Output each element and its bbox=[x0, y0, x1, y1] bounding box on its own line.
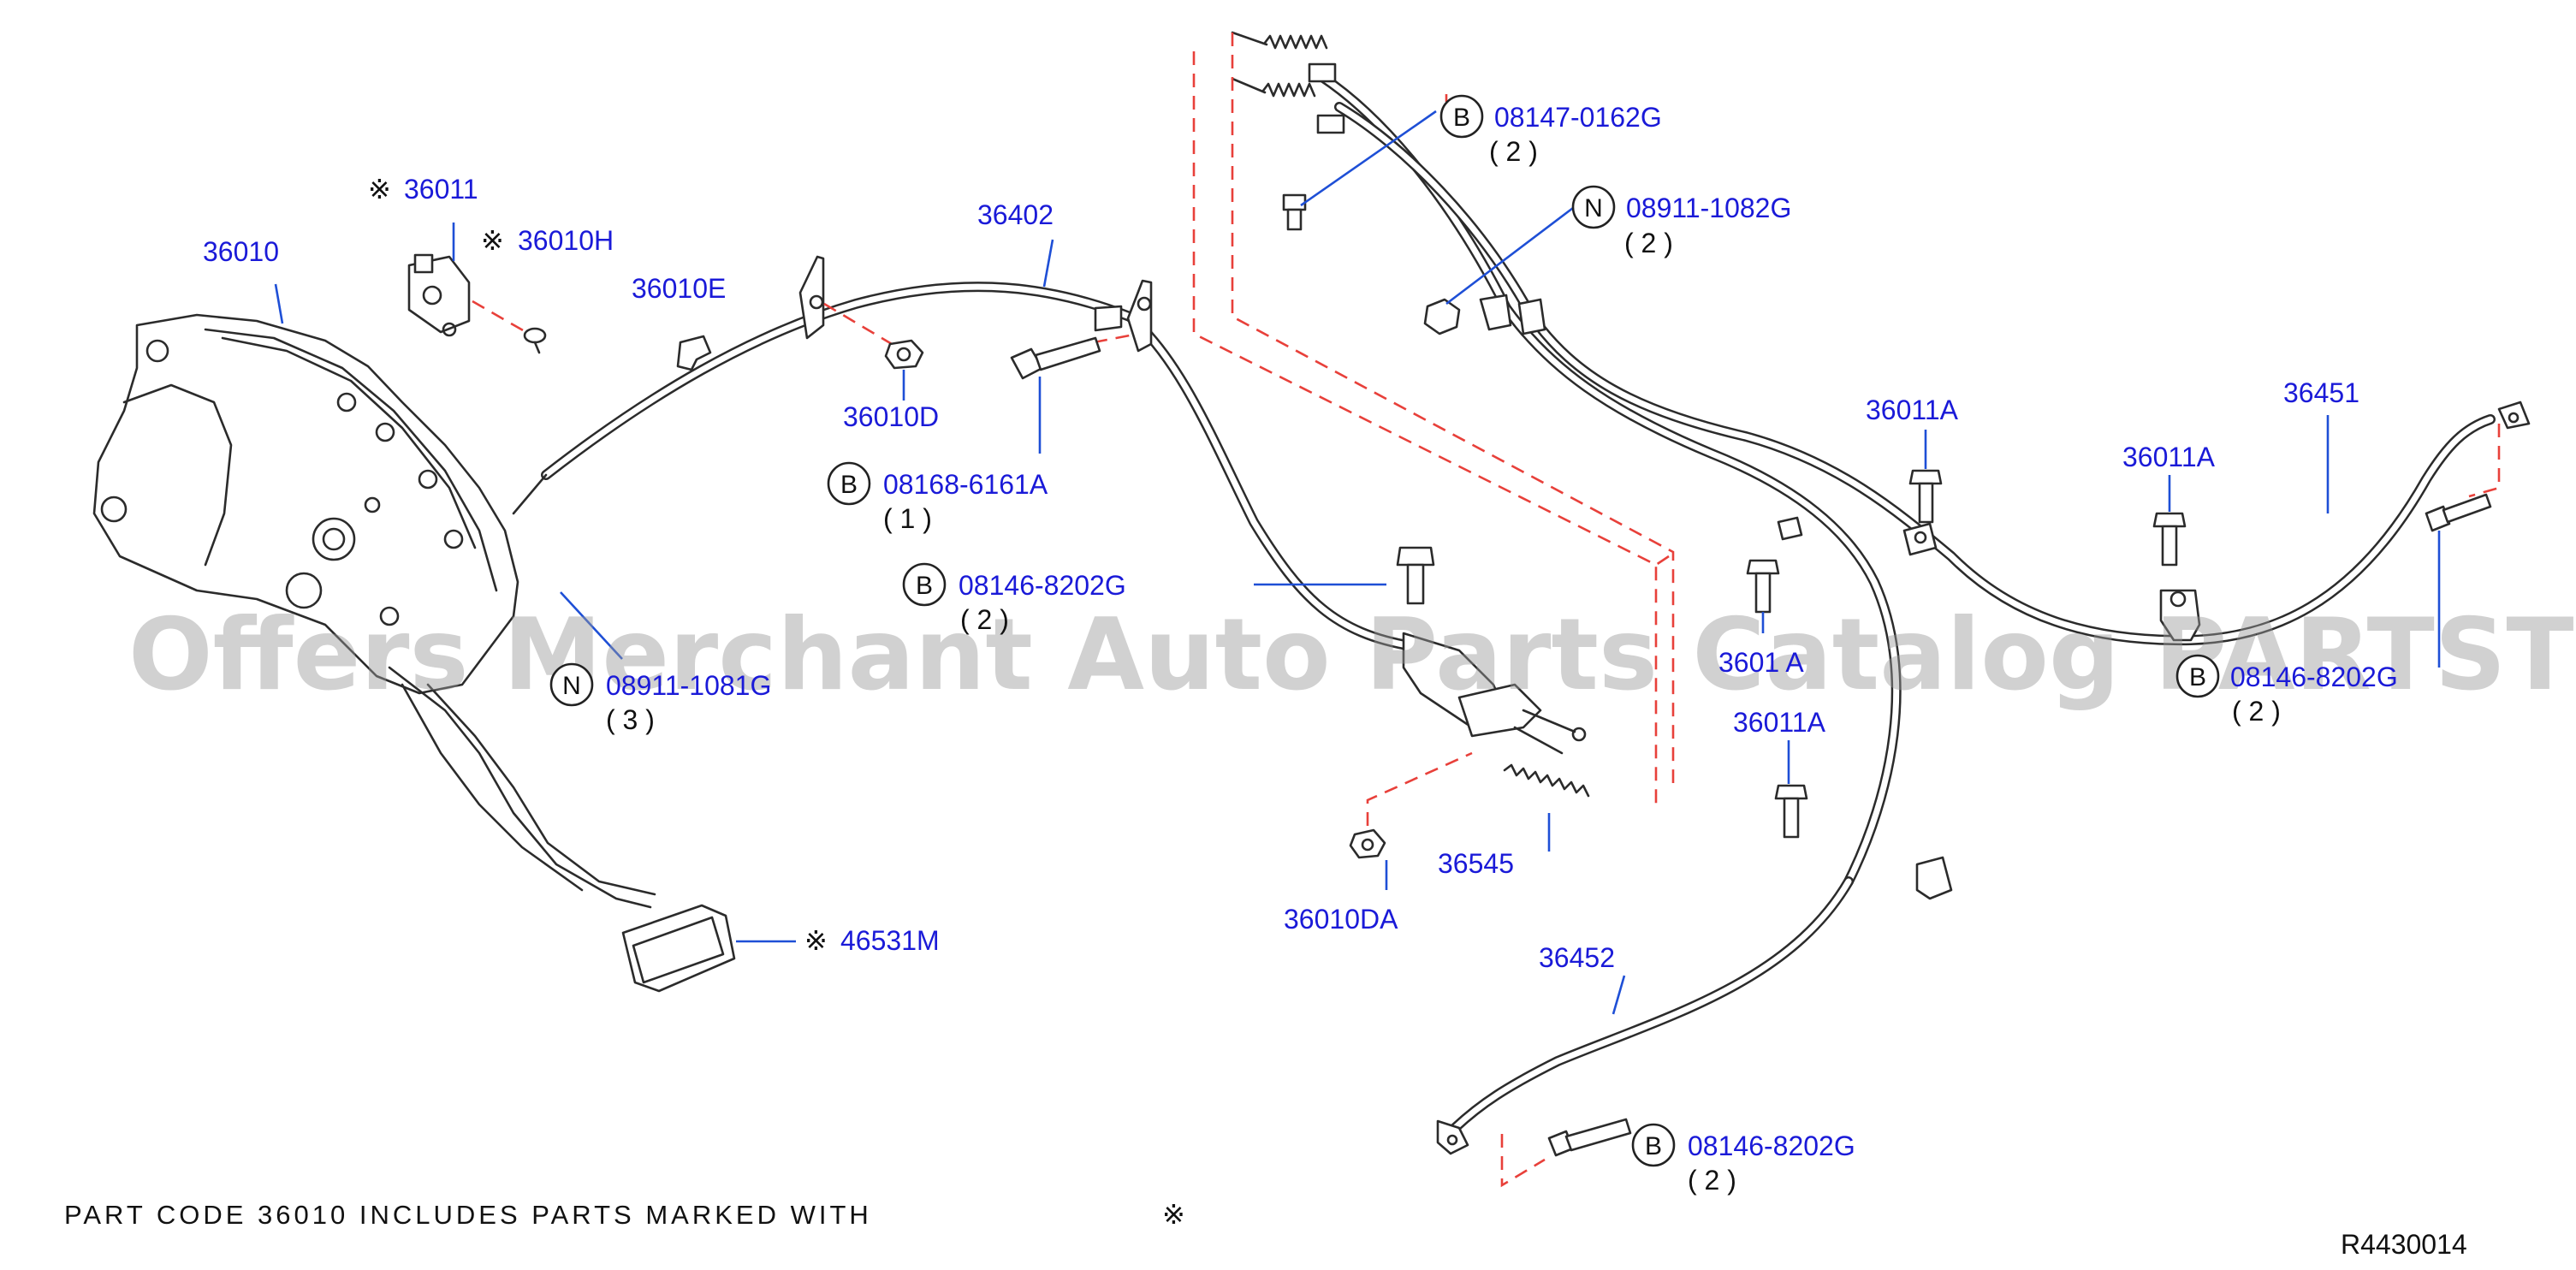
label-36011A-partial: 3601 A bbox=[1718, 647, 1804, 678]
prefix-b2: B bbox=[840, 471, 858, 499]
code-n2: 08911-1081G bbox=[606, 670, 771, 701]
bolt-marker-b3 bbox=[902, 562, 947, 607]
qty-b4: ( 2 ) bbox=[2232, 696, 2281, 727]
label-36010H: 36010H bbox=[518, 225, 614, 256]
pedal-assembly bbox=[92, 313, 736, 993]
marker-36011: ※ bbox=[368, 174, 391, 205]
callout-b5: B 08146-8202G ( 2 ) bbox=[1631, 1123, 1855, 1196]
callout-n2: N 08911-1081G ( 3 ) bbox=[549, 662, 771, 735]
rear-dashes bbox=[1192, 33, 2501, 1188]
label-36011A-3: 36011A bbox=[1733, 707, 1826, 738]
rear-bolts bbox=[1282, 193, 2492, 1157]
clip-36010E-part bbox=[676, 335, 712, 371]
qty-b2: ( 1 ) bbox=[883, 503, 932, 534]
label-36010D: 36010D bbox=[843, 401, 939, 432]
callout-b4: B 08146-8202G ( 2 ) bbox=[2175, 654, 2398, 727]
callout-b3: B 08146-8202G ( 2 ) bbox=[902, 562, 1126, 635]
diagram-id: R4430014 bbox=[2341, 1229, 2467, 1260]
qty-b3: ( 2 ) bbox=[960, 604, 1009, 635]
nut-marker-n2 bbox=[549, 662, 594, 707]
marker-46531M: ※ bbox=[804, 925, 828, 956]
prefix-n1: N bbox=[1584, 194, 1603, 223]
prefix-b1: B bbox=[1453, 104, 1470, 132]
nut-36010DA-part bbox=[1349, 828, 1386, 859]
bolt-center-part bbox=[1396, 546, 1435, 605]
brake-switch-part bbox=[407, 253, 471, 337]
bolt-marker-b2 bbox=[827, 461, 871, 506]
code-b4: 08146-8202G bbox=[2230, 662, 2398, 692]
rear-cable-pair bbox=[1231, 31, 2531, 1155]
leader-lines bbox=[274, 110, 2441, 1148]
bolt-marker-b5 bbox=[1631, 1123, 1676, 1167]
nut-36010D-part bbox=[884, 339, 924, 370]
bolt-marker-b4 bbox=[2175, 654, 2220, 698]
footnote: PART CODE 36010 INCLUDES PARTS MARKED WI… bbox=[64, 1200, 872, 1230]
code-b1: 08147-0162G bbox=[1494, 102, 1662, 133]
label-36010E: 36010E bbox=[632, 273, 726, 304]
prefix-b4: B bbox=[2189, 663, 2206, 691]
dash-switch-screw bbox=[472, 300, 530, 335]
prefix-b5: B bbox=[1645, 1132, 1662, 1160]
code-b5: 08146-8202G bbox=[1688, 1131, 1855, 1161]
code-b3: 08146-8202G bbox=[959, 570, 1126, 601]
label-36452: 36452 bbox=[1539, 942, 1615, 973]
label-36011: 36011 bbox=[404, 174, 478, 205]
label-36451: 36451 bbox=[2283, 377, 2359, 408]
label-36402: 36402 bbox=[977, 199, 1054, 230]
label-36011A-1: 36011A bbox=[1866, 395, 1959, 425]
qty-n1: ( 2 ) bbox=[1624, 228, 1673, 258]
label-36010DA: 36010DA bbox=[1284, 904, 1398, 935]
equalizer-part bbox=[1402, 632, 1587, 755]
label-36011A-2: 36011A bbox=[2122, 442, 2216, 472]
nut-marker-n1 bbox=[1571, 185, 1616, 229]
dash-08168 bbox=[1093, 334, 1131, 344]
dash-36010DA bbox=[1366, 751, 1473, 826]
marker-36010H: ※ bbox=[481, 225, 504, 256]
callout-b2: B 08168-6161A ( 1 ) bbox=[827, 461, 1048, 534]
footnote-marker: ※ bbox=[1162, 1199, 1185, 1230]
code-b2: 08168-6161A bbox=[883, 469, 1048, 500]
label-36010: 36010 bbox=[203, 236, 279, 267]
front-cable-36402 bbox=[512, 255, 1417, 651]
qty-b5: ( 2 ) bbox=[1688, 1165, 1736, 1196]
qty-b1: ( 2 ) bbox=[1489, 136, 1538, 167]
dash-36010D bbox=[823, 302, 893, 346]
watermark: Offers Merchant Auto Parts Catalog PARTS… bbox=[128, 597, 2576, 713]
prefix-n2: N bbox=[562, 672, 581, 700]
label-46531M: 46531M bbox=[840, 925, 940, 956]
callout-b1: B 08147-0162G ( 2 ) bbox=[1439, 94, 1662, 167]
qty-n2: ( 3 ) bbox=[606, 704, 655, 735]
code-n1: 08911-1082G bbox=[1626, 193, 1791, 223]
label-36545: 36545 bbox=[1438, 848, 1514, 879]
bolt-08168-part bbox=[1010, 336, 1101, 380]
screw-36010H-part bbox=[523, 327, 547, 354]
spring-36545-part bbox=[1503, 763, 1590, 798]
callout-n1: N 08911-1082G ( 2 ) bbox=[1571, 185, 1791, 258]
prefix-b3: B bbox=[916, 572, 933, 600]
bolt-marker-b1 bbox=[1439, 94, 1484, 139]
